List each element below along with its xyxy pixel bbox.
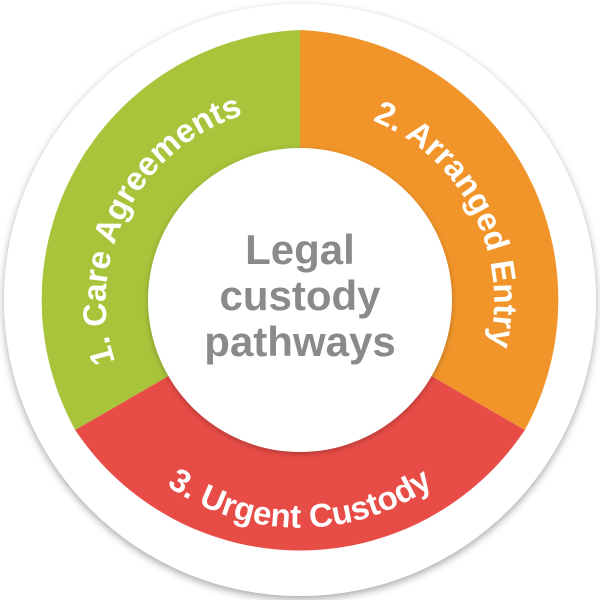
center-title-line-1: Legal bbox=[245, 226, 355, 273]
center-title-line-2: custody bbox=[219, 272, 381, 319]
center-disc bbox=[148, 148, 452, 452]
center-title: Legal custody pathways bbox=[204, 226, 395, 365]
center-title-line-3: pathways bbox=[204, 318, 395, 365]
